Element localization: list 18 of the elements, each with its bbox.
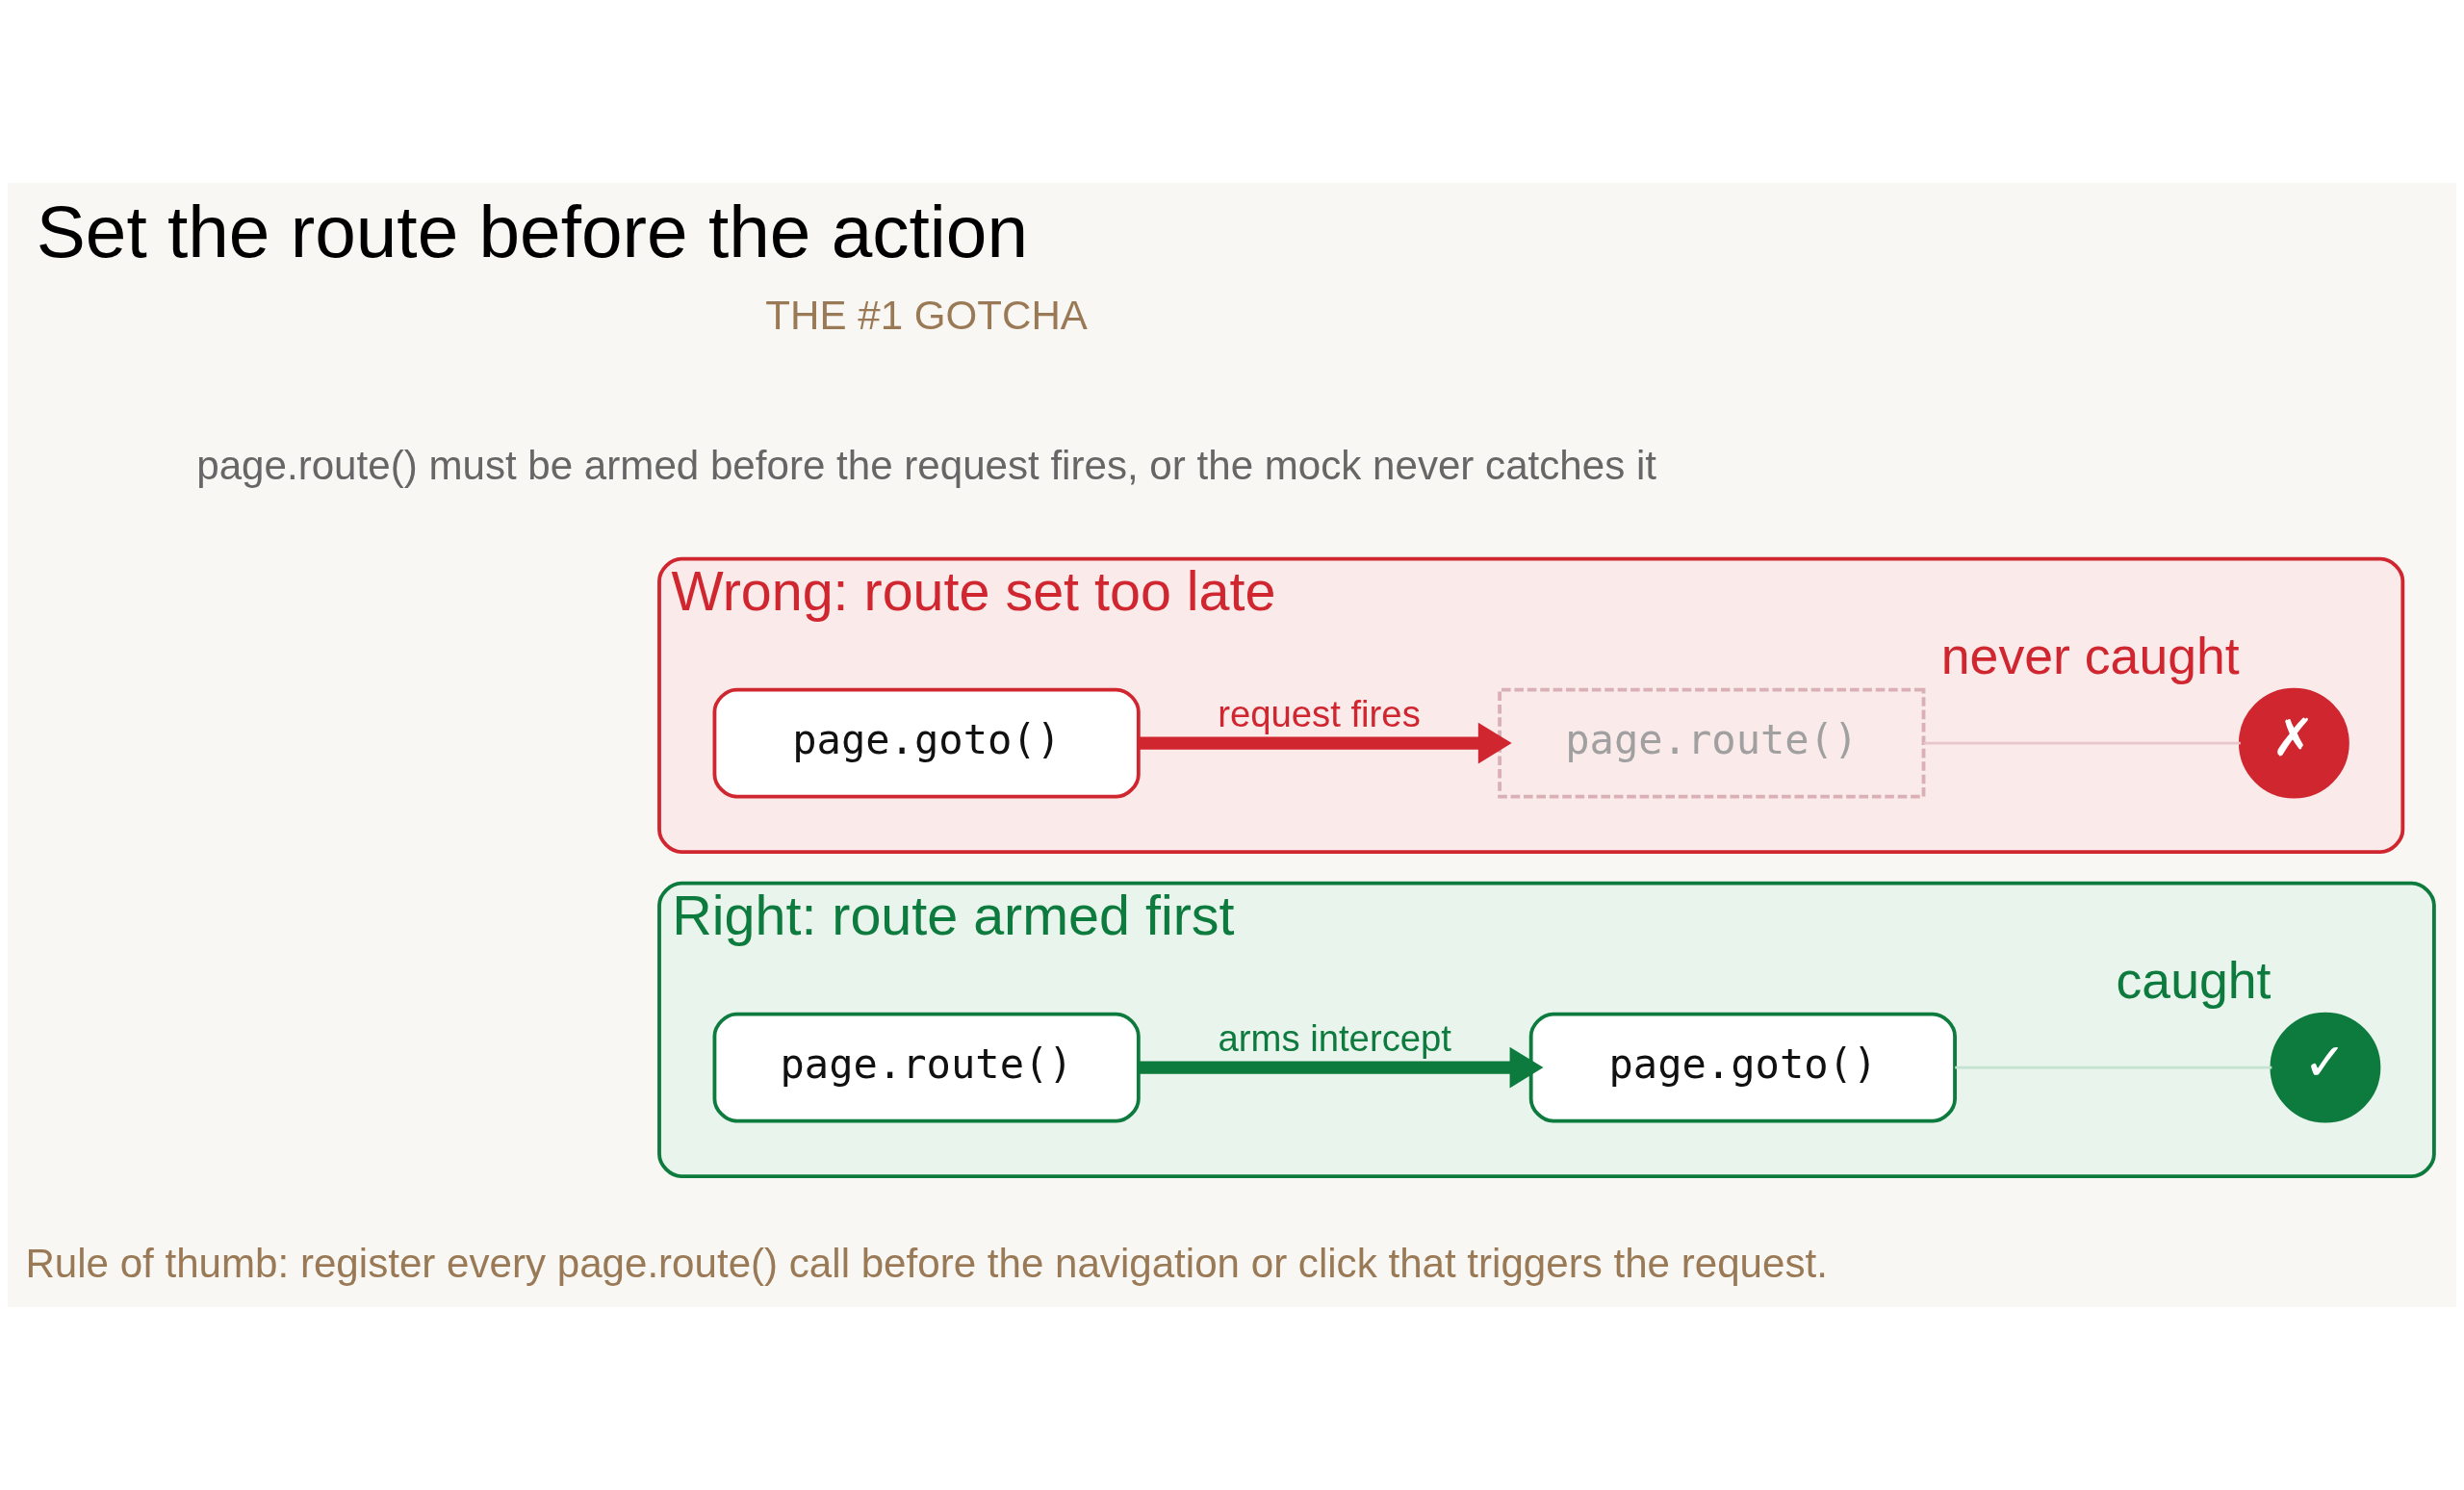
arrow (1138, 722, 1512, 764)
node-box: page.route() (712, 1012, 1141, 1123)
node-label: never caught (1940, 627, 2240, 685)
node-box: page.goto() (712, 687, 1141, 799)
node-box: page.goto() (1528, 1012, 1957, 1123)
label: THE #1 GOTCHA (765, 293, 1088, 339)
edge-label: request fires (1218, 692, 1421, 734)
connector (1955, 1066, 2272, 1069)
edge-label: arms intercept (1218, 1016, 1452, 1059)
node-box: page.route() (1498, 687, 1926, 799)
node-circle: ✗ (2238, 687, 2349, 799)
label: page.route() must be armed before the request fires, or the mock never catches it (196, 442, 1656, 488)
arrow (1139, 1046, 1544, 1089)
connector (1923, 741, 2241, 745)
node-label: caught (2116, 951, 2272, 1010)
label: Rule of thumb: register every page.route() call before the navigation or click that triggers the request. (25, 1240, 1828, 1286)
diagram-title: Set the route before the action (36, 190, 1028, 272)
node-circle: ✓ (2270, 1012, 2381, 1123)
